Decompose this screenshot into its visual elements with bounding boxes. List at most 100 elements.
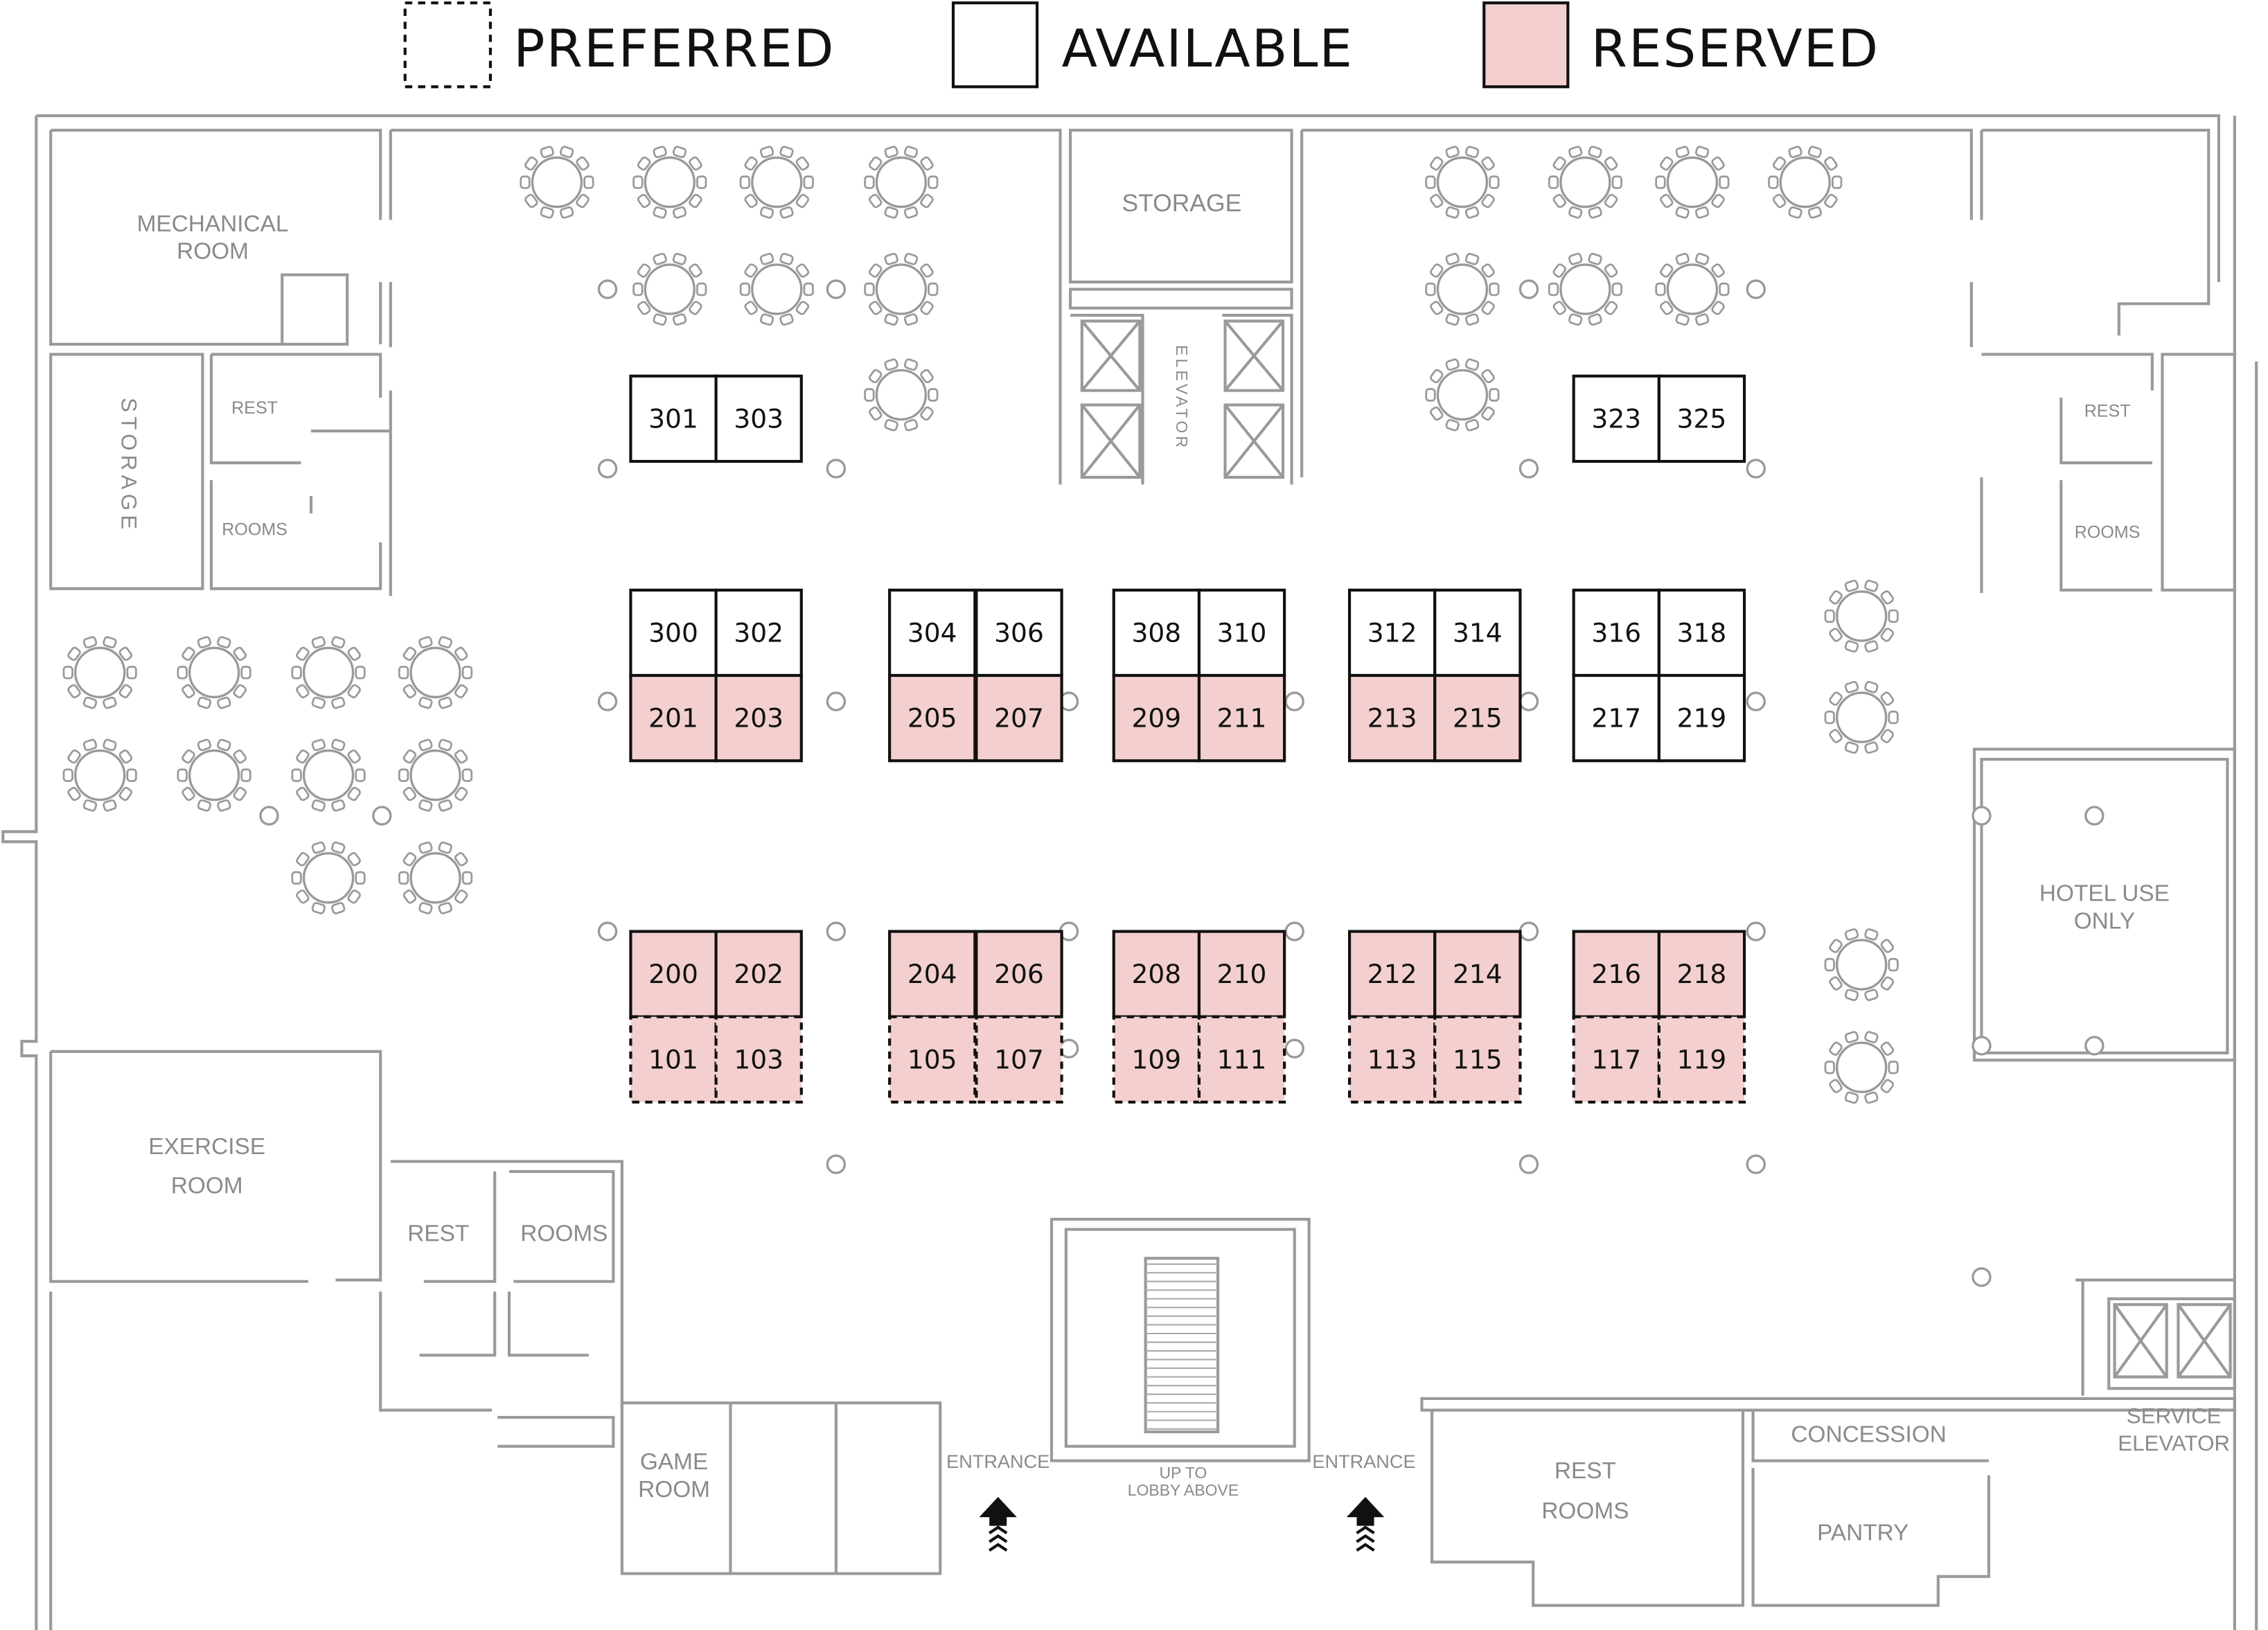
booth-312[interactable]: 312 — [1348, 588, 1437, 677]
booth-cell[interactable] — [629, 1015, 718, 1104]
booth-cell[interactable] — [714, 673, 803, 763]
booth-cell[interactable] — [714, 374, 803, 463]
legend-preferred-label: PREFERRED — [513, 18, 835, 79]
booth-211[interactable]: 211 — [1197, 673, 1286, 763]
booth-cell[interactable] — [1348, 930, 1437, 1018]
booth-206[interactable]: 206 — [975, 930, 1063, 1018]
booth-cell[interactable] — [1348, 588, 1437, 677]
chair — [1464, 145, 1480, 159]
booth-cell[interactable] — [714, 930, 803, 1018]
booth-cell[interactable] — [1112, 930, 1201, 1018]
booth-111[interactable]: 111 — [1197, 1015, 1286, 1104]
booth-cell[interactable] — [1657, 1015, 1746, 1104]
booth-cell[interactable] — [1112, 673, 1201, 763]
booth-207[interactable]: 207 — [975, 673, 1063, 763]
booth-302[interactable]: 302 — [714, 588, 803, 677]
column — [1518, 691, 1539, 711]
booth-cell[interactable] — [1197, 588, 1286, 677]
booth-217[interactable]: 217 — [1572, 673, 1660, 763]
booth-cell[interactable] — [888, 673, 977, 763]
booth-109[interactable]: 109 — [1112, 1015, 1201, 1104]
booth-cell[interactable] — [714, 1015, 803, 1104]
chair — [903, 418, 919, 432]
booth-cell[interactable] — [888, 930, 977, 1018]
booth-number: 208 — [1131, 959, 1181, 989]
booth-cell[interactable] — [1572, 374, 1660, 463]
booth-115[interactable]: 115 — [1433, 1015, 1522, 1104]
booth-202[interactable]: 202 — [714, 930, 803, 1018]
chair — [864, 388, 875, 402]
chair — [67, 684, 81, 698]
table-top — [1559, 263, 1611, 315]
chair — [240, 768, 251, 782]
chair — [928, 282, 939, 296]
booth-cell[interactable] — [1112, 1015, 1201, 1104]
column — [1746, 921, 1766, 941]
booth-cell[interactable] — [1348, 1015, 1437, 1104]
booth-cell[interactable] — [629, 673, 718, 763]
booth-cell[interactable] — [1657, 588, 1746, 677]
booth-325[interactable]: 325 — [1657, 374, 1746, 463]
booth-119[interactable]: 119 — [1657, 1015, 1746, 1104]
booth-301[interactable]: 301 — [629, 374, 718, 463]
booth-210[interactable]: 210 — [1197, 930, 1286, 1018]
booth-cell[interactable] — [1572, 673, 1660, 763]
booth-cell[interactable] — [1657, 673, 1746, 763]
booth-cell[interactable] — [1433, 1015, 1522, 1104]
booth-208[interactable]: 208 — [1112, 930, 1201, 1018]
booth-cell[interactable] — [629, 930, 718, 1018]
booth-300[interactable]: 300 — [629, 588, 718, 677]
booth-cell[interactable] — [1112, 588, 1201, 677]
booth-cell[interactable] — [1433, 673, 1522, 763]
booth-216[interactable]: 216 — [1572, 930, 1660, 1018]
booth-314[interactable]: 314 — [1433, 588, 1522, 677]
booth-number: 119 — [1677, 1044, 1727, 1074]
booth-cell[interactable] — [1657, 374, 1746, 463]
booth-212[interactable]: 212 — [1348, 930, 1437, 1018]
booth-cell[interactable] — [1433, 930, 1522, 1018]
booth-205[interactable]: 205 — [888, 673, 977, 763]
booth-304[interactable]: 304 — [888, 588, 977, 677]
booth-213[interactable]: 213 — [1348, 673, 1437, 763]
booth-cell[interactable] — [975, 930, 1063, 1018]
booth-219[interactable]: 219 — [1657, 673, 1746, 763]
booth-cell[interactable] — [975, 673, 1063, 763]
booth-cell[interactable] — [1572, 930, 1660, 1018]
booth-cell[interactable] — [1657, 930, 1746, 1018]
booth-cell[interactable] — [1572, 1015, 1660, 1104]
booth-318[interactable]: 318 — [1657, 588, 1746, 677]
booth-103[interactable]: 103 — [714, 1015, 803, 1104]
booth-303[interactable]: 303 — [714, 374, 803, 463]
column — [826, 459, 847, 479]
booth-cell[interactable] — [1197, 673, 1286, 763]
booth-cell[interactable] — [629, 374, 718, 463]
booth-cell[interactable] — [1197, 1015, 1286, 1104]
booth-203[interactable]: 203 — [714, 673, 803, 763]
chair — [1481, 263, 1495, 278]
booth-cell[interactable] — [1433, 588, 1522, 677]
booth-113[interactable]: 113 — [1348, 1015, 1437, 1104]
booth-cell[interactable] — [1348, 673, 1437, 763]
booth-201[interactable]: 201 — [629, 673, 718, 763]
booth-117[interactable]: 117 — [1572, 1015, 1660, 1104]
booth-107[interactable]: 107 — [975, 1015, 1063, 1104]
booth-215[interactable]: 215 — [1433, 673, 1522, 763]
chair — [1864, 1031, 1879, 1043]
booth-308[interactable]: 308 — [1112, 588, 1201, 677]
booth-209[interactable]: 209 — [1112, 673, 1201, 763]
booth-cell[interactable] — [975, 1015, 1063, 1104]
booth-310[interactable]: 310 — [1197, 588, 1286, 677]
booth-306[interactable]: 306 — [975, 588, 1063, 677]
booth-218[interactable]: 218 — [1657, 930, 1746, 1018]
booth-204[interactable]: 204 — [888, 930, 977, 1018]
booth-101[interactable]: 101 — [629, 1015, 718, 1104]
booth-323[interactable]: 323 — [1572, 374, 1660, 463]
booth-316[interactable]: 316 — [1572, 588, 1660, 677]
booth-214[interactable]: 214 — [1433, 930, 1522, 1018]
booth-200[interactable]: 200 — [629, 930, 718, 1018]
booth-105[interactable]: 105 — [888, 1015, 977, 1104]
booth-cell[interactable] — [1572, 588, 1660, 677]
table-top — [531, 156, 583, 209]
booth-cell[interactable] — [888, 1015, 977, 1104]
booth-cell[interactable] — [975, 588, 1063, 677]
